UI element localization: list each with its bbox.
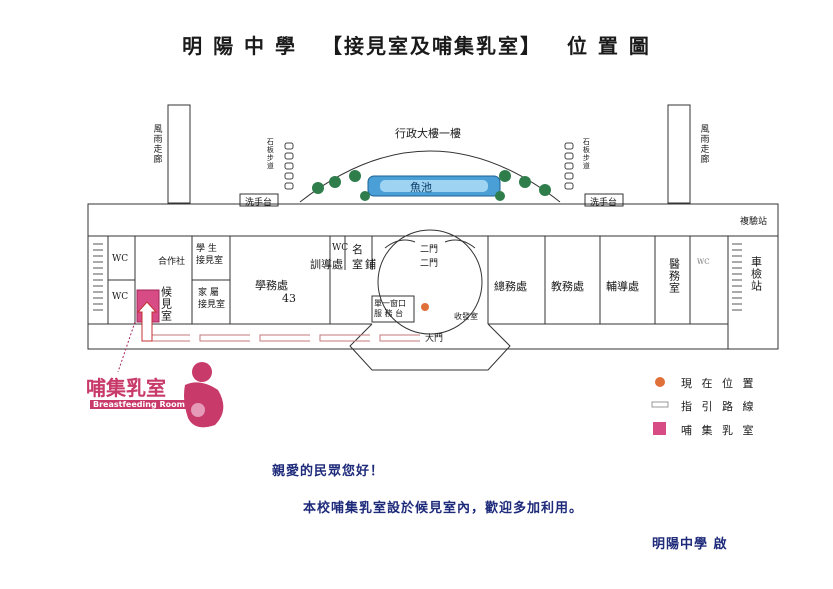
corridor-left-label: 風雨走廊 [151,124,162,164]
legend-current-location: 現 在 位 置 [681,377,757,390]
legend-nursing-room: 哺 集 乳 室 [681,424,757,437]
stone-path-left-dots [284,142,294,190]
stone-path-right-label: 石板步道 [582,138,591,170]
corridor-left-shape [167,104,191,204]
room-seal: 名 [352,243,363,256]
room-wc-4: WC [697,258,710,266]
room-academic-affairs: 教務處 [551,280,584,293]
gate-two-label-b: 二門 [420,259,439,269]
sink-left-box [239,193,279,207]
room-walls [88,236,729,349]
room-waiting: 候見室 [159,286,173,322]
sink-right-label: 洗手台 [590,198,618,208]
room-wc-1: WC [112,254,129,264]
room-wc-3: WC [332,243,349,253]
room-counseling: 輔導處 [606,280,639,293]
room-guidance: 訓導處 [310,258,343,271]
title-subject: 【接見室及哺集乳室】 [321,34,542,58]
room-student-visit: 學 生 接見室 [196,244,224,266]
room-health: 醫務室 [667,258,681,294]
fish-pond-inner [380,180,488,192]
room-recheck: 複驗站 [740,217,768,227]
room-single-window: 單一窗口 服 務 台 [374,299,406,319]
title-suffix: 位 置 圖 [566,34,651,58]
legend-route-swatch [651,401,669,408]
building-outline [87,235,779,350]
room-vehicle-check: 車檢站 [749,256,763,292]
pond-label: 魚池 [410,181,432,194]
sink-right-box [584,193,624,207]
room-office: 室 [352,258,363,271]
room-parent-visit: 家 屬 接見室 [198,288,226,310]
main-gate-label: 大門 [425,334,444,344]
gate-two-label: 二門 [420,245,439,255]
entrance-outline [349,323,511,371]
sink-left-label: 洗手台 [245,198,273,208]
mother-baby-silhouette [184,362,224,428]
room-wc-2: WC [112,292,129,302]
current-location-dot [421,303,429,311]
room-mail: 收發室 [454,312,478,321]
room-coop: 合作社 [158,257,186,267]
room-store: 鋪 [365,258,376,271]
logo-leader-line [117,321,136,373]
service-desk-box [371,295,415,323]
message-body: 本校哺集乳室設於候見室內，歡迎多加利用。 [303,501,584,516]
message-greeting: 親愛的民眾您好！ [272,464,385,479]
hallway-top [87,203,779,237]
stairs [93,243,742,311]
trees [312,170,551,201]
stone-path-left-label: 石板步道 [266,138,275,170]
room-student-affairs-number: 43 [282,292,296,305]
room-student-affairs: 學務處 [255,279,288,292]
legend-nursing-swatch [653,422,666,435]
stone-path-right-dots [564,142,574,190]
logo-english: Breastfeeding Room [90,400,188,409]
page-title: 明 陽 中 學 【接見室及哺集乳室】 位 置 圖 [0,30,833,59]
corridor-right-label: 風雨走廊 [698,124,709,164]
building-label: 行政大樓一樓 [395,127,461,140]
rotunda-circle [377,229,483,335]
legend-current-dot [655,377,665,387]
message-signature: 明陽中學 啟 [652,537,728,552]
corridor-right-shape [667,104,691,204]
room-general-affairs: 總務處 [494,280,527,293]
logo-chinese: 哺集乳室 [86,376,166,400]
legend-guide-route: 指 引 路 線 [681,400,757,413]
guide-route [136,301,420,342]
title-school: 明 陽 中 學 [182,34,297,58]
